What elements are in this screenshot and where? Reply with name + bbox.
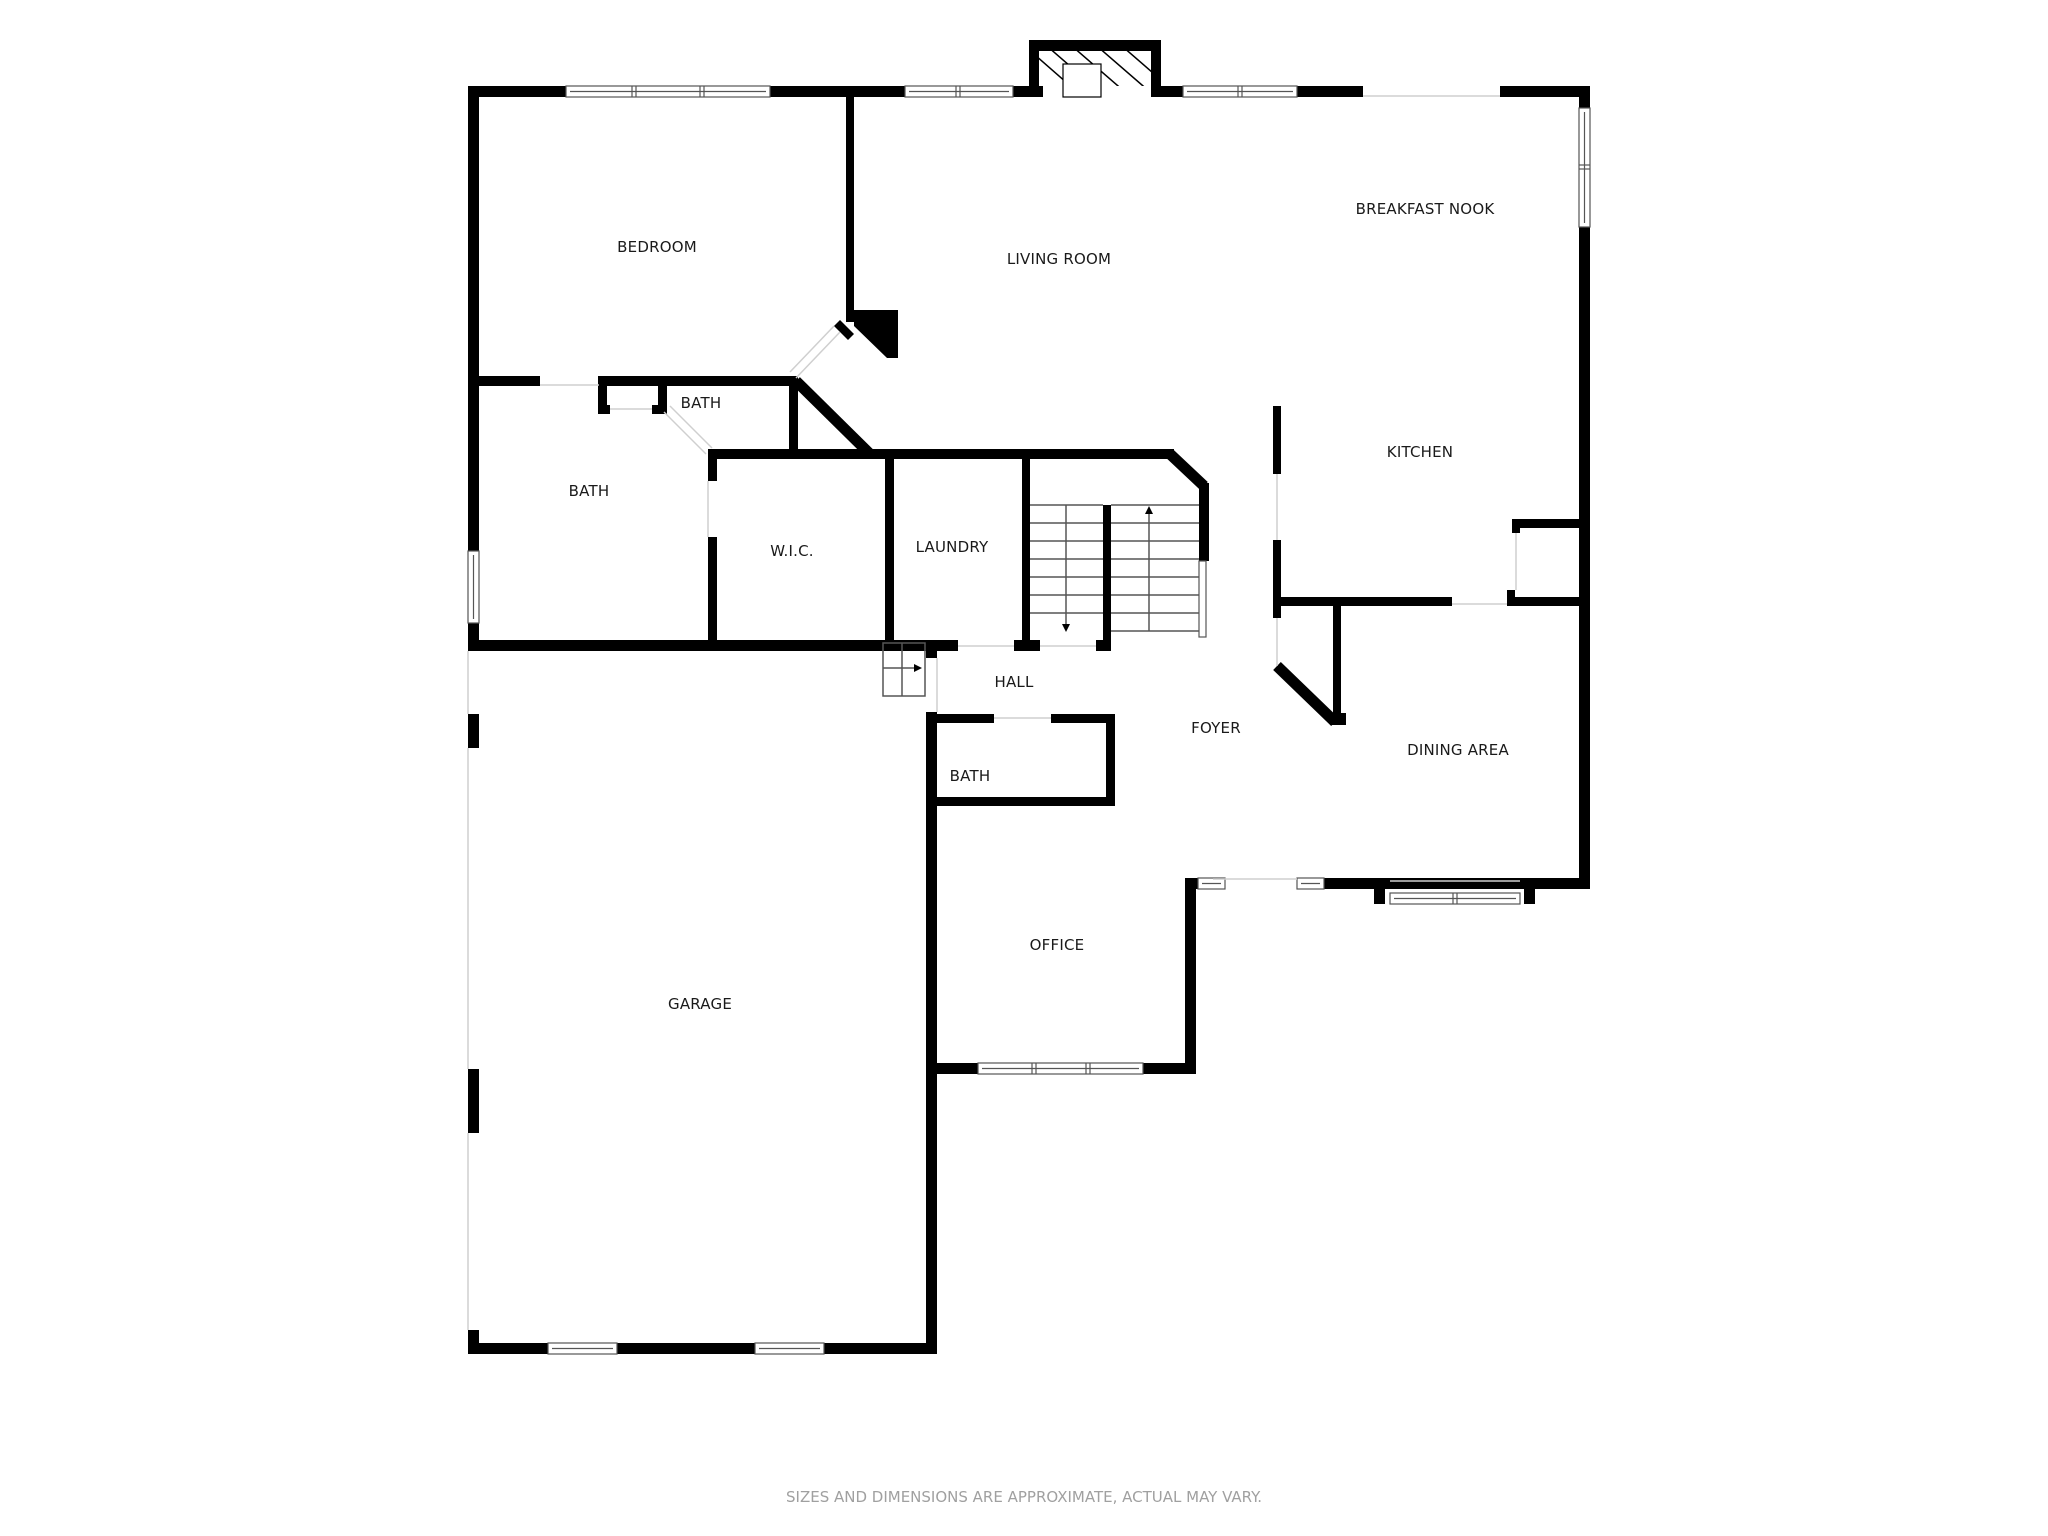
room-label-dining-area: DINING AREA <box>1407 741 1509 759</box>
stair-up-arrow-icon <box>1145 506 1153 514</box>
room-label-office: OFFICE <box>1029 936 1085 954</box>
interior-walls <box>468 92 1585 806</box>
fireplace-icon <box>1039 51 1151 98</box>
room-label-bedroom: BEDROOM <box>617 238 697 256</box>
room-label-foyer: FOYER <box>1191 719 1241 737</box>
staircase <box>882 504 1207 697</box>
disclaimer-text: SIZES AND DIMENSIONS ARE APPROXIMATE, AC… <box>785 1488 1263 1506</box>
room-label-bath-upper: BATH <box>680 394 722 412</box>
room-label-wic: W.I.C. <box>770 542 814 560</box>
room-label-kitchen: KITCHEN <box>1386 443 1454 461</box>
openings <box>467 95 1520 1330</box>
garage-step-arrow-icon <box>914 664 922 672</box>
room-label-bath-master: BATH <box>568 482 610 500</box>
room-label-bath-hall: BATH <box>949 767 991 785</box>
room-label-living-room: LIVING ROOM <box>1006 250 1112 268</box>
stair-down-arrow-icon <box>1062 624 1070 632</box>
room-label-garage: GARAGE <box>668 995 732 1013</box>
windows <box>467 85 1591 1355</box>
room-label-breakfast-nook: BREAKFAST NOOK <box>1355 200 1495 218</box>
room-label-laundry: LAUNDRY <box>915 538 989 556</box>
room-label-hall: HALL <box>994 673 1034 691</box>
exterior-walls <box>468 40 1590 1354</box>
